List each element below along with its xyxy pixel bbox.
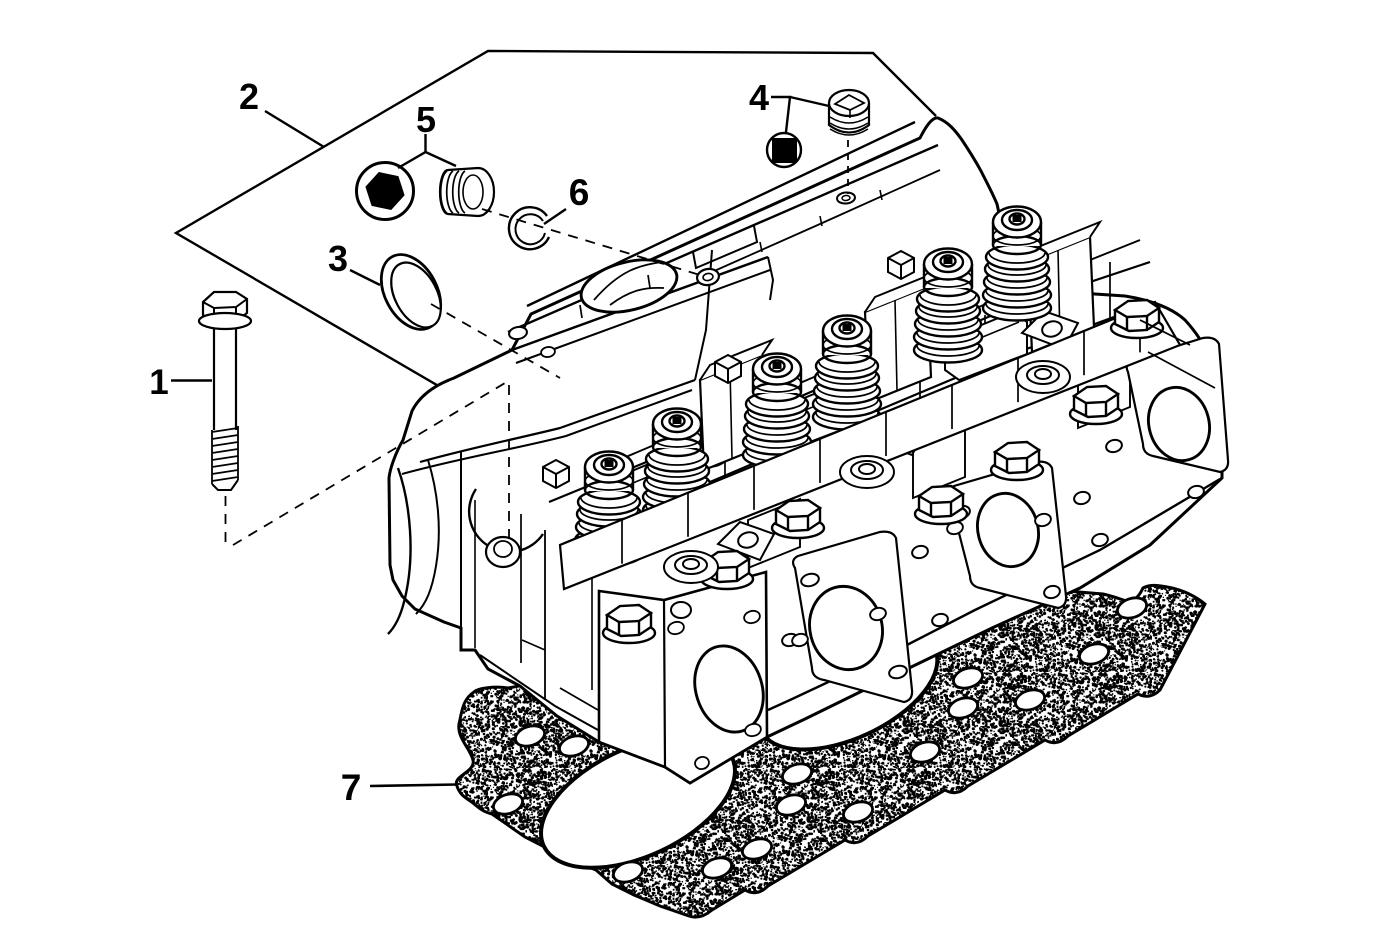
svg-text:1: 1 xyxy=(149,363,168,402)
svg-text:4: 4 xyxy=(749,77,769,118)
svg-text:6: 6 xyxy=(569,172,590,213)
svg-text:7: 7 xyxy=(341,767,362,808)
svg-text:5: 5 xyxy=(416,99,436,140)
svg-text:2: 2 xyxy=(239,76,259,117)
svg-text:3: 3 xyxy=(328,238,348,279)
